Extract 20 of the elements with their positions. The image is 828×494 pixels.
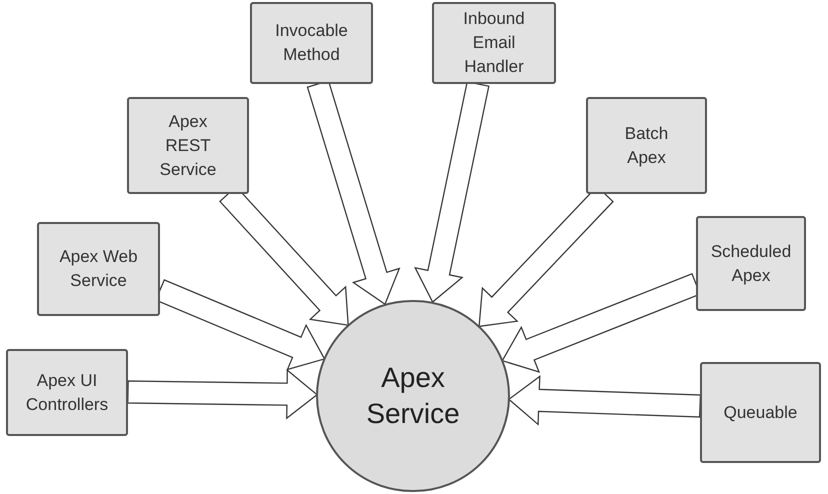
- box-label: Scheduled Apex: [710, 240, 792, 286]
- source-box: [6, 349, 128, 436]
- block-arrow: [508, 375, 702, 426]
- circle-label: Apex Service: [365, 361, 461, 431]
- box-label: Apex UI Controllers: [24, 370, 110, 416]
- source-box: [250, 2, 373, 84]
- box-label: Inbound Email Handler: [462, 8, 526, 78]
- source-box: [586, 97, 707, 194]
- source-box: [432, 2, 556, 84]
- block-arrow: [414, 81, 490, 303]
- source-box: [696, 216, 806, 311]
- source-box: [127, 97, 249, 194]
- box-label: Apex Web Service: [58, 246, 139, 292]
- box-label: Invocable Method: [274, 20, 349, 66]
- box-label: Apex REST Service: [158, 110, 218, 180]
- source-box: [37, 222, 160, 316]
- box-label: Batch Apex: [624, 122, 670, 168]
- box-label: Queuable: [724, 402, 798, 424]
- block-arrow: [127, 368, 318, 420]
- source-box: [700, 362, 821, 463]
